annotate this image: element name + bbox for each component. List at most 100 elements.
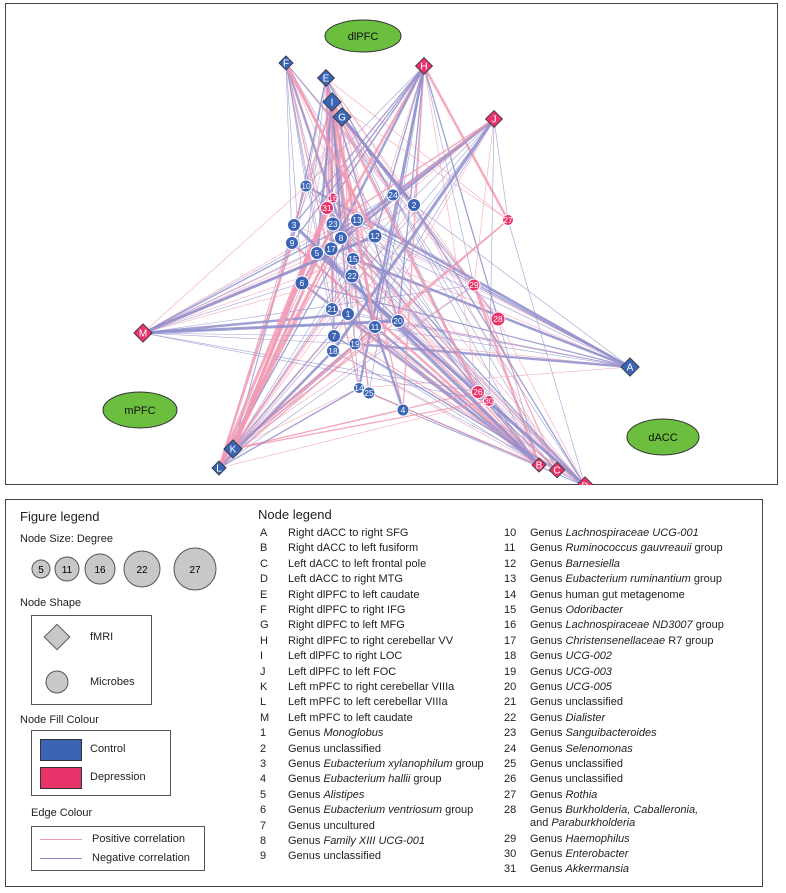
microbe-node-label-28: 28 bbox=[493, 314, 503, 324]
edge-H-26 bbox=[423, 65, 479, 393]
fmri-node-C: C bbox=[548, 461, 566, 479]
microbe-node-circle-17 bbox=[323, 241, 339, 257]
legend-key-21: 21 bbox=[504, 696, 517, 709]
microbe-node-circle-24 bbox=[386, 188, 400, 202]
edge-D-18 bbox=[332, 350, 584, 485]
region-dlpfc bbox=[324, 19, 402, 53]
fmri-node-shape-K bbox=[223, 439, 243, 459]
legend-text-part: Right dACC to left fusiform bbox=[288, 542, 419, 555]
fmri-node-label-I: I bbox=[331, 98, 334, 109]
microbe-node-4: 4 bbox=[396, 403, 410, 417]
edge-J-11 bbox=[374, 118, 495, 328]
microbe-node-circle-19 bbox=[348, 337, 362, 351]
microbe-node-25: 25 bbox=[362, 386, 376, 400]
legend-text-part: Genus bbox=[288, 788, 324, 801]
microbe-node-5: 5 bbox=[310, 246, 324, 260]
microbe-node-label-19: 19 bbox=[350, 339, 360, 349]
legend-text-part: group bbox=[691, 542, 723, 555]
microbe-node-17: 17 bbox=[323, 241, 339, 257]
legend-key-23: 23 bbox=[504, 727, 517, 740]
legend-text-part: group bbox=[692, 619, 724, 632]
microbe-node-9: 9 bbox=[285, 236, 299, 250]
legend-desc-I: Left dlPFC to right LOC bbox=[288, 650, 402, 663]
legend-text-part: Eubacterium ventriosum bbox=[323, 804, 443, 817]
microbe-node-circle-26 bbox=[471, 385, 485, 399]
fmri-node-A: A bbox=[620, 357, 640, 377]
legend-text-part: Genus bbox=[530, 742, 566, 755]
fmri-node-D: D bbox=[575, 476, 595, 485]
microbe-node-30: 30 bbox=[483, 395, 495, 407]
microbe-node-circle-28 bbox=[490, 311, 506, 327]
microbe-node-label-2: 2 bbox=[412, 200, 417, 210]
legend-text-part: and bbox=[530, 817, 552, 830]
microbe-node-label-4: 4 bbox=[401, 405, 406, 415]
legend-desc-27: Genus Rothia bbox=[530, 789, 597, 802]
microbe-node-21: 21 bbox=[325, 302, 339, 316]
legend-text-part: Genus unclassified bbox=[530, 696, 623, 709]
legend-desc-12: Genus Barnesiella bbox=[530, 558, 620, 571]
legend-desc-13: Genus Eubacterium ruminantium group bbox=[530, 573, 722, 586]
edge-negative-label: Negative correlation bbox=[92, 852, 190, 864]
legend-panel: Figure legend Node Size: Degree 5 11 16 … bbox=[5, 499, 763, 887]
fmri-node-G: G bbox=[332, 107, 352, 127]
legend-key-28: 28 bbox=[504, 804, 517, 817]
control-swatch bbox=[40, 739, 82, 761]
fmri-node-I: I bbox=[322, 92, 342, 112]
legend-text-part: Sanguibacteroides bbox=[565, 727, 657, 740]
edge-D-27 bbox=[507, 219, 586, 485]
legend-desc-E: Right dlPFC to left caudate bbox=[288, 589, 419, 602]
microbe-node-label-3: 3 bbox=[292, 220, 297, 230]
edge-L-11 bbox=[218, 326, 376, 469]
legend-text-part: Akkermansia bbox=[565, 863, 630, 876]
legend-key-B: B bbox=[260, 542, 268, 555]
edge-M-19 bbox=[142, 332, 356, 345]
microbe-node-circle-27 bbox=[502, 214, 514, 226]
circle-shape-icon bbox=[45, 670, 69, 694]
fmri-node-H: H bbox=[414, 56, 434, 76]
microbe-node-circle-15 bbox=[346, 252, 360, 266]
microbe-node-circle-22 bbox=[344, 268, 360, 284]
edge-B-18 bbox=[332, 350, 540, 466]
microbe-node-19: 19 bbox=[348, 337, 362, 351]
edge-F-10 bbox=[285, 62, 307, 187]
network-panel bbox=[5, 3, 778, 485]
edge-strong-M-12 bbox=[142, 234, 376, 335]
edge-I-9 bbox=[291, 101, 333, 244]
legend-desc-24: Genus Selenomonas bbox=[530, 743, 633, 756]
legend-text-part: Odoribacter bbox=[565, 604, 623, 616]
node-shape-title: Node Shape bbox=[20, 597, 82, 609]
edge-K-27 bbox=[232, 219, 509, 450]
edge-colour-title: Edge Colour bbox=[31, 807, 93, 819]
edge-F-7 bbox=[285, 62, 335, 337]
legend-key-E: E bbox=[260, 588, 268, 601]
legend-text-part: Left dlPFC to left FOC bbox=[288, 665, 397, 678]
microbe-node-label-18: 18 bbox=[328, 346, 338, 356]
node-shape-box: fMRI Microbes bbox=[31, 615, 152, 705]
legend-desc-22: Genus Dialister bbox=[530, 712, 605, 725]
microbe-node-circle-30 bbox=[483, 395, 495, 407]
diamond-shape-icon bbox=[43, 623, 71, 651]
microbe-node-label-14: 14 bbox=[354, 383, 364, 393]
fmri-node-K: K bbox=[223, 439, 243, 459]
legend-desc-A: Right dACC to right SFG bbox=[288, 527, 408, 540]
edge-L-14 bbox=[218, 387, 360, 469]
microbe-node-label-31: 31 bbox=[322, 203, 332, 213]
edge-D-14 bbox=[358, 387, 584, 485]
legend-text-part: R7 group bbox=[665, 634, 714, 647]
fmri-node-shape-L bbox=[211, 460, 227, 476]
microbe-node-14: 14 bbox=[353, 382, 365, 394]
microbe-node-label-9: 9 bbox=[290, 238, 295, 248]
microbe-node-7: 7 bbox=[327, 329, 341, 343]
edge-L-27 bbox=[218, 219, 509, 469]
legend-key-J: J bbox=[260, 665, 266, 678]
microbe-node-label-24: 24 bbox=[388, 190, 398, 200]
edge-strong-B-3 bbox=[292, 223, 541, 467]
legend-key-H: H bbox=[260, 634, 268, 647]
legend-text-part: Eubacterium hallii bbox=[323, 773, 411, 786]
legend-desc-4: Genus Eubacterium hallii group bbox=[288, 773, 442, 786]
legend-key-L: L bbox=[260, 696, 267, 709]
microbe-node-label-6: 6 bbox=[300, 278, 305, 288]
legend-text-part: Right dlPFC to left caudate bbox=[288, 588, 420, 601]
